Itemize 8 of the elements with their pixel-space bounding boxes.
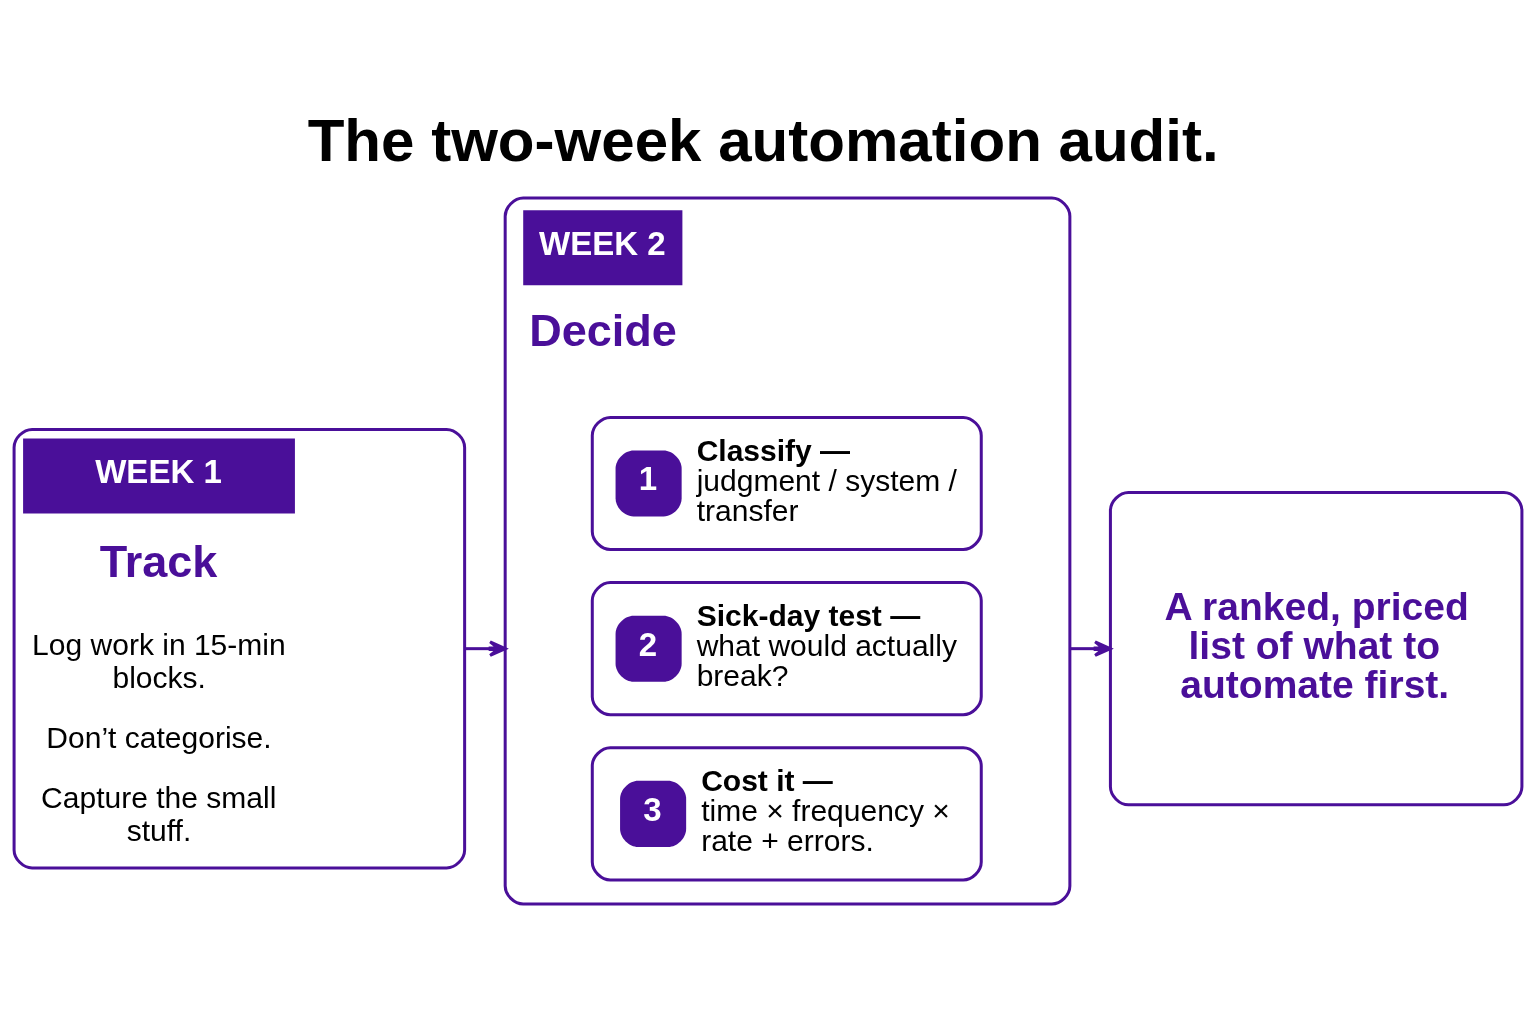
arrow [464,640,507,657]
node-box: 1 Classify — judgment / system / transfer [590,415,983,552]
arrow [1069,640,1112,657]
node-box: WEEK 1 Track Log work in 15-min blocks. Don’t categorise. Capture the small stuff. [12,427,467,870]
diagram-title: The two-week automation audit. [307,106,1219,174]
node-box: 2 Sick-day test — what would actually break? [590,581,983,717]
node-box: A ranked, priced list of what to automate first. [1108,491,1524,807]
node-box: 3 Cost it — time × frequency × rate + errors. [590,746,983,882]
